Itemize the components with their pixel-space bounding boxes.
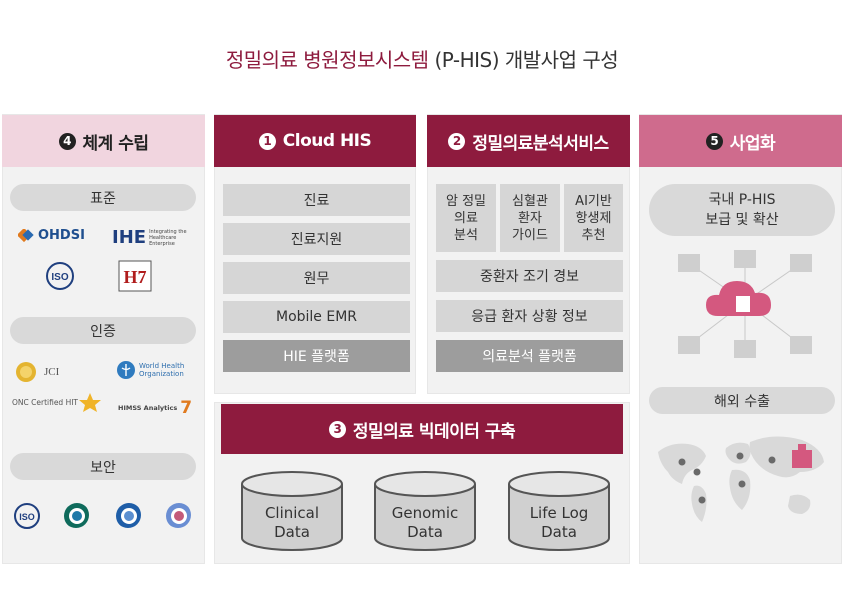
security-seal-icon	[64, 503, 89, 528]
iso-icon: ISO	[46, 262, 74, 290]
number-badge: 2	[448, 132, 466, 150]
header-commercial: 5 사업화	[639, 115, 842, 167]
iso-text: ISO	[19, 512, 35, 522]
security-iso-logo: ISO	[10, 502, 44, 530]
onc-logo: ONC Certified HIT	[12, 392, 104, 412]
cloud-item-platform: HIE 플랫폼	[223, 340, 410, 372]
header-system: 4 체계 수립	[2, 115, 205, 167]
hl7-icon: H7	[118, 260, 152, 292]
cloud-item: Mobile EMR	[223, 301, 410, 333]
jci-logo: JCI	[14, 360, 59, 384]
who-text: World Health Organization	[139, 362, 185, 378]
who-logo: World Health Organization	[116, 360, 189, 380]
onc-text: ONC Certified HIT	[12, 397, 79, 407]
title-rest: (P-HIS) 개발사업 구성	[428, 48, 619, 72]
database-icon	[374, 471, 476, 551]
cylinder-label: Genomic Data	[391, 504, 459, 541]
number-badge: 5	[705, 132, 723, 150]
header-cloud-label: Cloud HIS	[282, 131, 372, 151]
number-badge: 4	[58, 132, 76, 150]
cloud-item: 진료	[223, 184, 410, 216]
ohdsi-text: OHDSI	[38, 228, 85, 243]
cloud-item: 진료지원	[223, 223, 410, 255]
cloud-item: 원무	[223, 262, 410, 294]
hl7-logo: H7	[118, 260, 152, 292]
cylinder-label: Life Log Data	[529, 504, 589, 541]
iso-text: ISO	[51, 272, 68, 283]
number-badge: 3	[328, 420, 346, 438]
header-analysis: 2 정밀의료분석서비스	[427, 115, 630, 167]
jci-text: JCI	[44, 366, 60, 378]
domestic-pill: 국내 P-HIS 보급 및 확산	[649, 184, 835, 236]
himss-text: HIMSS Analytics	[118, 404, 178, 412]
header-bigdata: 3 정밀의료 빅데이터 구축	[221, 404, 623, 454]
ihe-logo: IHE Integrating the Healthcare Enterpris…	[112, 227, 194, 248]
who-icon	[117, 361, 135, 379]
security-seal-icon	[116, 503, 141, 528]
database-icon	[241, 471, 343, 551]
hl7-text: H7	[123, 267, 146, 287]
himss-number: 7	[180, 398, 193, 418]
number-badge: 1	[258, 132, 276, 150]
iso-logo: ISO	[40, 261, 80, 291]
security-seal-icon	[166, 503, 191, 528]
analysis-top-item: 심혈관 환자 가이드	[500, 184, 560, 252]
analysis-top-item: 암 정밀 의료 분석	[436, 184, 496, 252]
himss-logo: HIMSS Analytics 7	[118, 398, 192, 418]
header-system-label: 체계 수립	[82, 133, 149, 154]
world-map-icon	[658, 436, 824, 522]
cert-pill: 인증	[10, 317, 196, 344]
database-icon	[508, 471, 610, 551]
cloud-network-diagram	[678, 250, 812, 358]
ihe-text: IHE	[112, 227, 147, 248]
ohdsi-icon	[18, 228, 34, 242]
cylinder-label: Clinical Data	[264, 504, 320, 541]
standard-pill: 표준	[10, 184, 196, 211]
header-commercial-label: 사업화	[729, 133, 776, 154]
header-analysis-label: 정밀의료분석서비스	[472, 133, 609, 154]
ohdsi-logo: OHDSI	[18, 228, 85, 243]
cloud-icon	[706, 281, 771, 316]
security-pill: 보안	[10, 453, 196, 480]
page-title: 정밀의료 병원정보시스템 (P-HIS) 개발사업 구성	[0, 44, 844, 73]
analysis-item: 응급 환자 상황 정보	[436, 300, 623, 332]
analysis-item: 중환자 조기 경보	[436, 260, 623, 292]
header-bigdata-label: 정밀의료 빅데이터 구축	[352, 421, 516, 442]
jci-icon	[16, 362, 36, 382]
iso-icon: ISO	[14, 503, 40, 529]
ihe-subtext: Integrating the Healthcare Enterprise	[149, 228, 187, 247]
analysis-item-platform: 의료분석 플랫폼	[436, 340, 623, 372]
header-cloud: 1 Cloud HIS	[214, 115, 416, 167]
title-highlight: 정밀의료 병원정보시스템	[225, 48, 429, 72]
cylinder-genomic: Genomic Data	[373, 470, 477, 552]
analysis-top-item: AI기반 항생제 추천	[564, 184, 623, 252]
hospital-icon	[792, 444, 812, 468]
cylinder-lifelog: Life Log Data	[507, 470, 611, 552]
export-pill: 해외 수출	[649, 387, 835, 414]
star-icon	[79, 393, 102, 412]
cylinder-clinical: Clinical Data	[240, 470, 344, 552]
